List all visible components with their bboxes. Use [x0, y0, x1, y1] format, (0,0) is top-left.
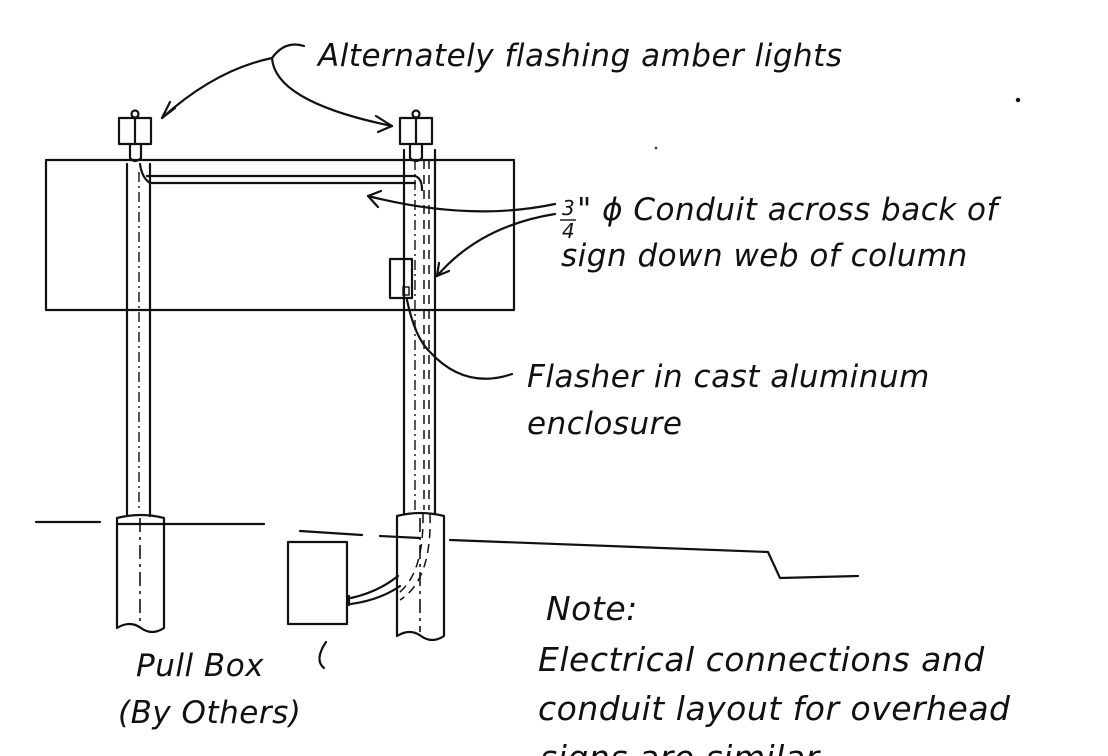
sign-panel [44, 158, 516, 312]
conduit-fraction-numerator: 3 [562, 196, 575, 220]
pullbox-label-line1: Pull Box [136, 648, 264, 684]
pull-box [286, 540, 402, 626]
left-amber-light-icon [117, 109, 153, 185]
pullbox-label-line2: (By Others) [118, 695, 301, 731]
scan-speck [1015, 97, 1021, 103]
flasher-latch [402, 286, 410, 296]
note-title: Note: [546, 589, 638, 628]
ground-line [34, 520, 860, 580]
left-column [125, 162, 152, 518]
right-column [402, 148, 437, 516]
left-footing [115, 513, 166, 634]
flasher-label-line2: enclosure [527, 406, 682, 442]
conduit-label-line1: " ϕ Conduit across back of [577, 192, 1002, 228]
right-amber-light-icon [398, 109, 434, 163]
scan-speck [654, 146, 658, 150]
conduit-label-line2: sign down web of column [561, 238, 968, 274]
note-line3: signs are similar. [540, 738, 828, 756]
lights-label: Alternately flashing amber lights [316, 38, 843, 74]
right-footing [395, 511, 446, 642]
conduit-across-sign [145, 174, 424, 192]
conduit-fraction-denominator: 4 [562, 219, 575, 243]
note-line1: Electrical connections and [538, 640, 985, 679]
flasher-label-line1: Flasher in cast aluminum [527, 359, 930, 395]
leader-lines [160, 43, 557, 670]
flasher-enclosure [388, 257, 414, 300]
note-line2: conduit layout for overhead [538, 689, 1011, 728]
